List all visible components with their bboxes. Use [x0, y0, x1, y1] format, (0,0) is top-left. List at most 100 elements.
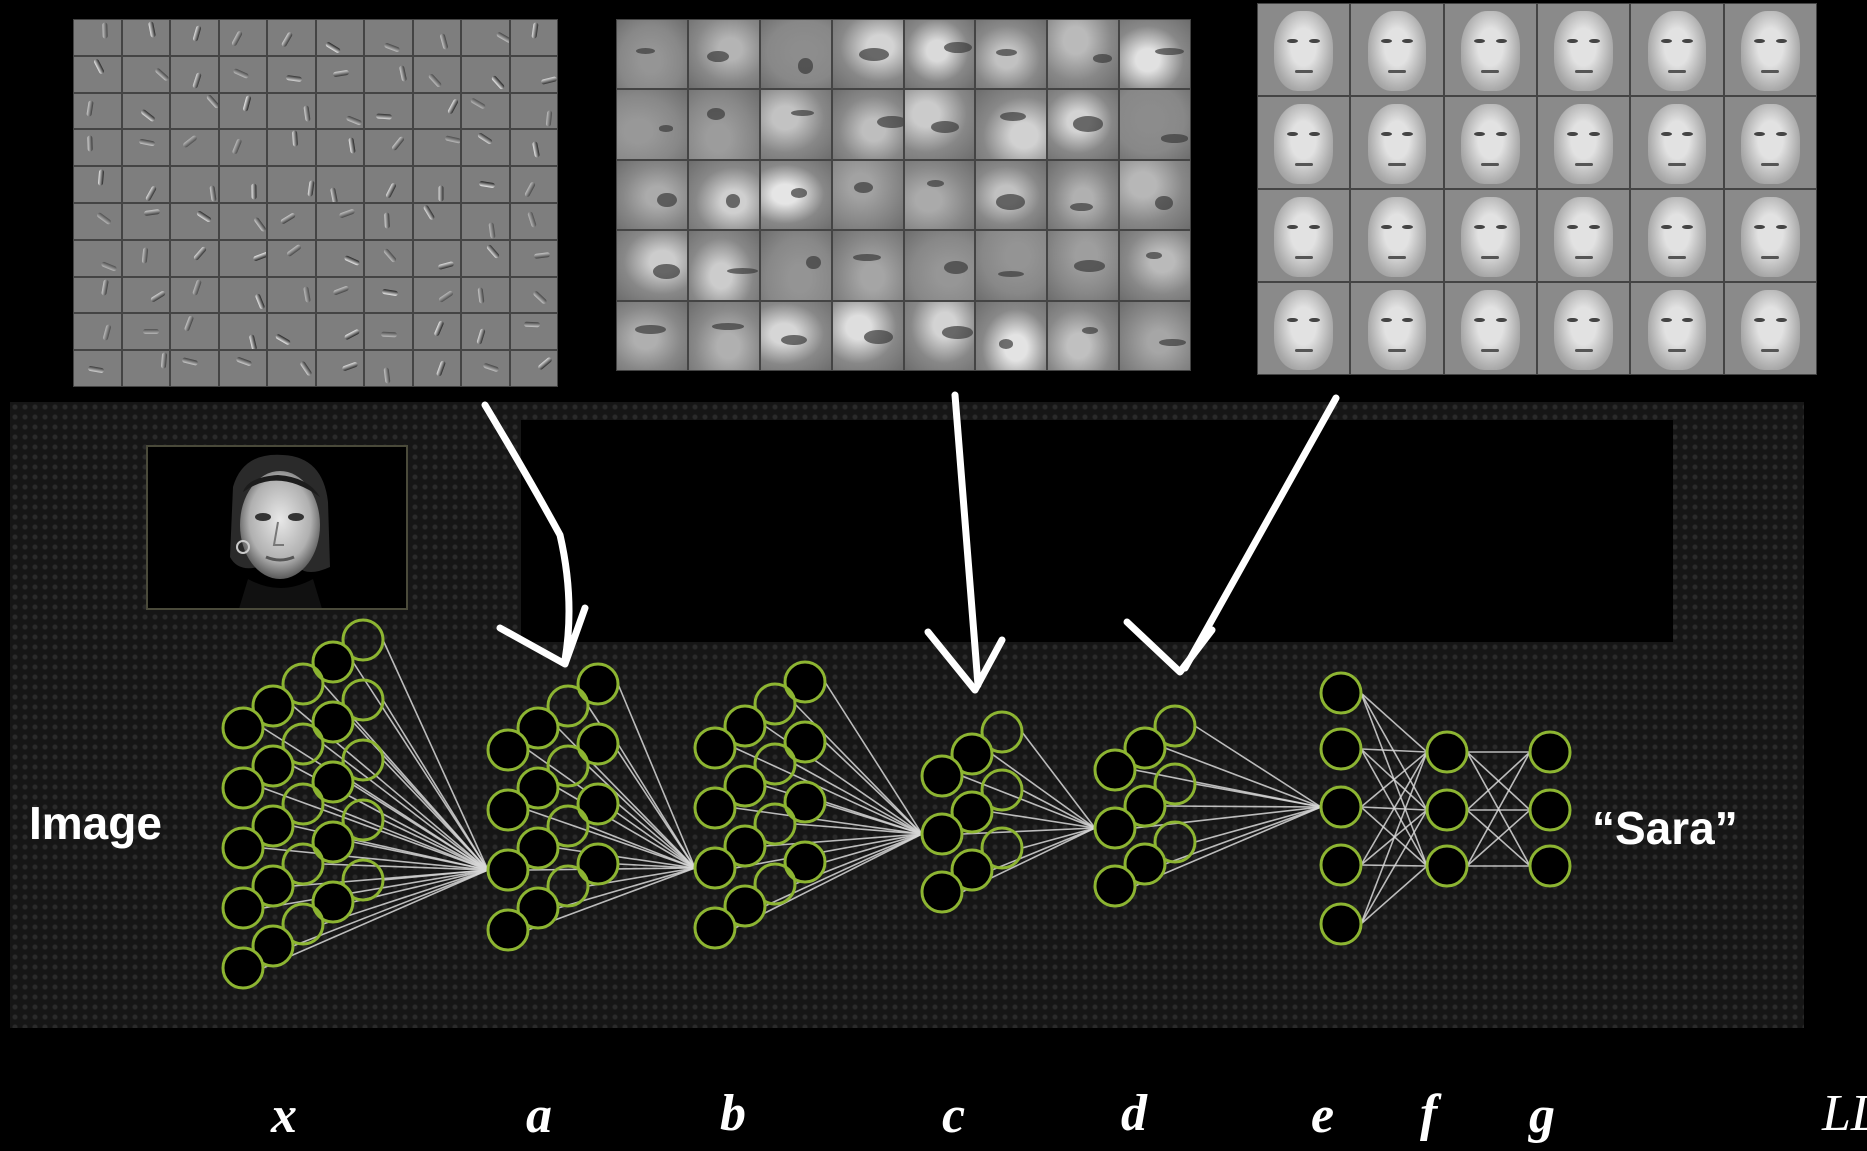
- part-cell: [903, 89, 976, 160]
- neuron: [311, 880, 355, 924]
- neuron: [486, 908, 530, 952]
- part-cell: [759, 19, 832, 90]
- neuron: [1153, 820, 1197, 864]
- filter-cell: [218, 239, 267, 277]
- neuron: [693, 726, 737, 770]
- part-cell: [687, 89, 760, 160]
- filter-cell: [315, 129, 364, 167]
- connection: [1466, 809, 1531, 867]
- part-cell: [616, 159, 688, 231]
- part-cell: [975, 159, 1048, 231]
- neuron: [980, 826, 1024, 870]
- filter-cell: [170, 350, 219, 387]
- face-cell: [1630, 96, 1724, 189]
- filter-cell: [461, 313, 510, 351]
- input-label: Image: [29, 797, 162, 849]
- part-cell: [903, 159, 976, 231]
- connection: [382, 819, 489, 871]
- filter-cell: [461, 92, 510, 130]
- part-cell: [903, 19, 976, 90]
- var-e: e: [1311, 1087, 1335, 1144]
- connection: [824, 833, 923, 863]
- neuron: [221, 946, 265, 990]
- neuron: [221, 886, 265, 930]
- neuron: [950, 732, 994, 776]
- filter-cell: [509, 202, 558, 240]
- part-cell: [759, 300, 832, 371]
- filter-cell: [73, 350, 122, 387]
- filter-cell: [121, 239, 170, 277]
- connection: [587, 825, 696, 869]
- part-cell: [975, 300, 1048, 371]
- arrow-mid-to-c: [951, 391, 982, 689]
- neuron: [341, 678, 385, 722]
- part-cell: [687, 300, 760, 371]
- var-a: a: [526, 1087, 552, 1144]
- part-cell: [903, 300, 976, 371]
- neuron: [1093, 806, 1137, 850]
- part-cell: [687, 230, 760, 301]
- connection: [262, 869, 489, 909]
- filter-cell: [461, 239, 510, 277]
- filter-cell: [461, 55, 510, 93]
- face-cell: [1350, 189, 1444, 282]
- neuron: [1319, 843, 1363, 887]
- face-cell: [1723, 3, 1817, 96]
- neuron: [1093, 864, 1137, 908]
- neuron: [576, 662, 620, 706]
- neuron: [251, 924, 295, 968]
- connection: [1360, 748, 1428, 753]
- face-cell: [1350, 96, 1444, 189]
- connection: [1360, 751, 1428, 808]
- var-c: c: [942, 1087, 966, 1144]
- filter-cell: [121, 92, 170, 130]
- neuron: [1319, 902, 1363, 946]
- neuron: [920, 870, 964, 914]
- neuron: [1093, 748, 1137, 792]
- neuron: [486, 728, 530, 772]
- neuron: [486, 848, 530, 892]
- neuron: [516, 766, 560, 810]
- filter-cell: [170, 202, 219, 240]
- neuron: [251, 804, 295, 848]
- face-cell: [1257, 282, 1351, 375]
- filter-cell: [121, 350, 170, 387]
- filter-cell: [509, 276, 558, 314]
- neuron: [1123, 726, 1167, 770]
- connection: [382, 639, 489, 871]
- filter-cell: [267, 19, 316, 56]
- connection: [587, 765, 696, 869]
- filter-cell: [218, 92, 267, 130]
- filter-cell: [267, 166, 316, 203]
- neuron: [753, 862, 797, 906]
- face-cell: [1257, 3, 1351, 96]
- network-edges: [262, 639, 1531, 969]
- filter-cell: [412, 202, 461, 240]
- face-cell: [1257, 189, 1351, 282]
- neuron: [576, 722, 620, 766]
- arrow-high-to-d: [1181, 394, 1340, 672]
- filter-cell: [364, 350, 413, 387]
- neuron: [1425, 730, 1469, 774]
- connection: [382, 759, 489, 871]
- filter-cell: [73, 313, 122, 351]
- neuron: [1319, 727, 1363, 771]
- filter-cell: [315, 166, 364, 203]
- part-cell: [831, 230, 904, 301]
- part-cell: [759, 89, 832, 160]
- filter-cell: [364, 276, 413, 314]
- part-cell: [616, 19, 688, 90]
- connection: [1360, 809, 1428, 925]
- part-cell: [616, 89, 688, 160]
- var-g: g: [1529, 1087, 1555, 1144]
- filter-cell: [461, 19, 510, 56]
- filter-cell: [364, 313, 413, 351]
- connection: [322, 743, 489, 871]
- filter-cell: [218, 19, 267, 56]
- filter-cell: [364, 55, 413, 93]
- neuron: [783, 720, 827, 764]
- neuron: [1528, 730, 1572, 774]
- part-cell: [1047, 19, 1120, 90]
- neuron: [341, 798, 385, 842]
